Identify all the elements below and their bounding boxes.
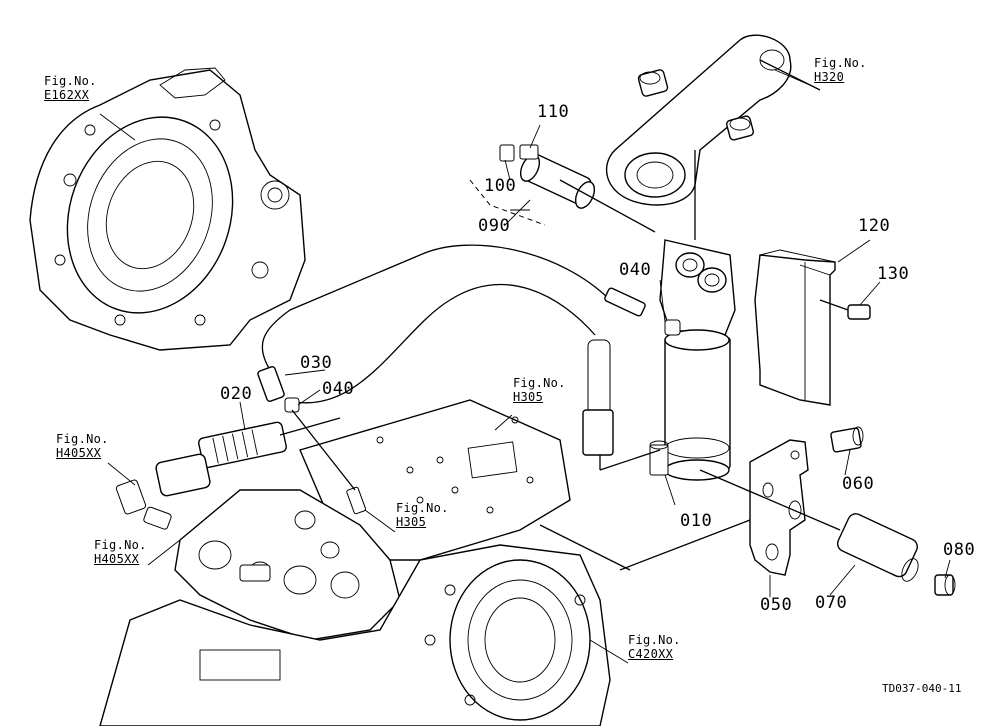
leader-lines bbox=[99, 69, 951, 664]
bracket-120 bbox=[754, 249, 871, 406]
fig-ref-h305-upper-code: H305 bbox=[513, 390, 544, 404]
part-120-label: 120 bbox=[858, 216, 891, 236]
part-010-label: 010 bbox=[680, 511, 713, 531]
part-080-label: 080 bbox=[943, 540, 976, 560]
quick-coupler-020 bbox=[115, 417, 341, 530]
fig-ref-h405-lower[interactable]: Fig.No. H405XX bbox=[94, 539, 147, 565]
fig-ref-h320-code: H320 bbox=[814, 70, 845, 84]
hydraulic-hoses bbox=[257, 244, 661, 471]
part-040-lower-label: 040 bbox=[322, 379, 355, 399]
part-100-label: 100 bbox=[484, 176, 517, 196]
fig-ref-c420-line1: Fig.No. bbox=[628, 633, 681, 647]
pin-assembly bbox=[469, 144, 656, 233]
fig-ref-e162-code: E162XX bbox=[44, 88, 90, 102]
part-070-label: 070 bbox=[815, 593, 848, 613]
fig-ref-c420[interactable]: Fig.No. C420XX bbox=[628, 634, 681, 660]
fig-ref-h305-upper-line1: Fig.No. bbox=[513, 376, 566, 390]
part-090-label: 090 bbox=[478, 216, 511, 236]
lift-arm-h320 bbox=[605, 34, 821, 240]
fig-ref-h320[interactable]: Fig.No. H320 bbox=[814, 57, 867, 83]
fig-ref-h405-upper[interactable]: Fig.No. H405XX bbox=[56, 433, 109, 459]
bracket-050-assembly bbox=[619, 426, 956, 596]
part-030-label: 030 bbox=[300, 353, 333, 373]
fig-ref-h405-upper-line1: Fig.No. bbox=[56, 432, 109, 446]
fig-ref-h405-upper-code: H405XX bbox=[56, 446, 102, 460]
fig-ref-e162[interactable]: Fig.No. E162XX bbox=[44, 75, 97, 101]
part-130-label: 130 bbox=[877, 264, 910, 284]
fig-ref-e162-line1: Fig.No. bbox=[44, 74, 97, 88]
fig-ref-h320-line1: Fig.No. bbox=[814, 56, 867, 70]
hydraulic-cylinder bbox=[649, 239, 736, 481]
fig-ref-h305-lower-code: H305 bbox=[396, 515, 427, 529]
fig-ref-h405-lower-line1: Fig.No. bbox=[94, 538, 147, 552]
drawing-code: TD037-040-11 bbox=[882, 682, 962, 695]
part-060-label: 060 bbox=[842, 474, 875, 494]
part-050-label: 050 bbox=[760, 595, 793, 615]
fig-ref-h405-lower-code: H405XX bbox=[94, 552, 140, 566]
fig-ref-c420-code: C420XX bbox=[628, 647, 674, 661]
fig-ref-h305-lower-line1: Fig.No. bbox=[396, 501, 449, 515]
fig-ref-h305-upper[interactable]: Fig.No. H305 bbox=[513, 377, 566, 403]
rear-housing-c420 bbox=[99, 524, 631, 726]
transmission-housing-e162 bbox=[29, 67, 306, 351]
part-020-label: 020 bbox=[220, 384, 253, 404]
part-040-upper-label: 040 bbox=[619, 260, 652, 280]
part-110-label: 110 bbox=[537, 102, 570, 122]
fig-ref-h305-lower[interactable]: Fig.No. H305 bbox=[396, 502, 449, 528]
valve-cover-h305 bbox=[291, 399, 571, 561]
valve-block-h405 bbox=[174, 489, 401, 641]
